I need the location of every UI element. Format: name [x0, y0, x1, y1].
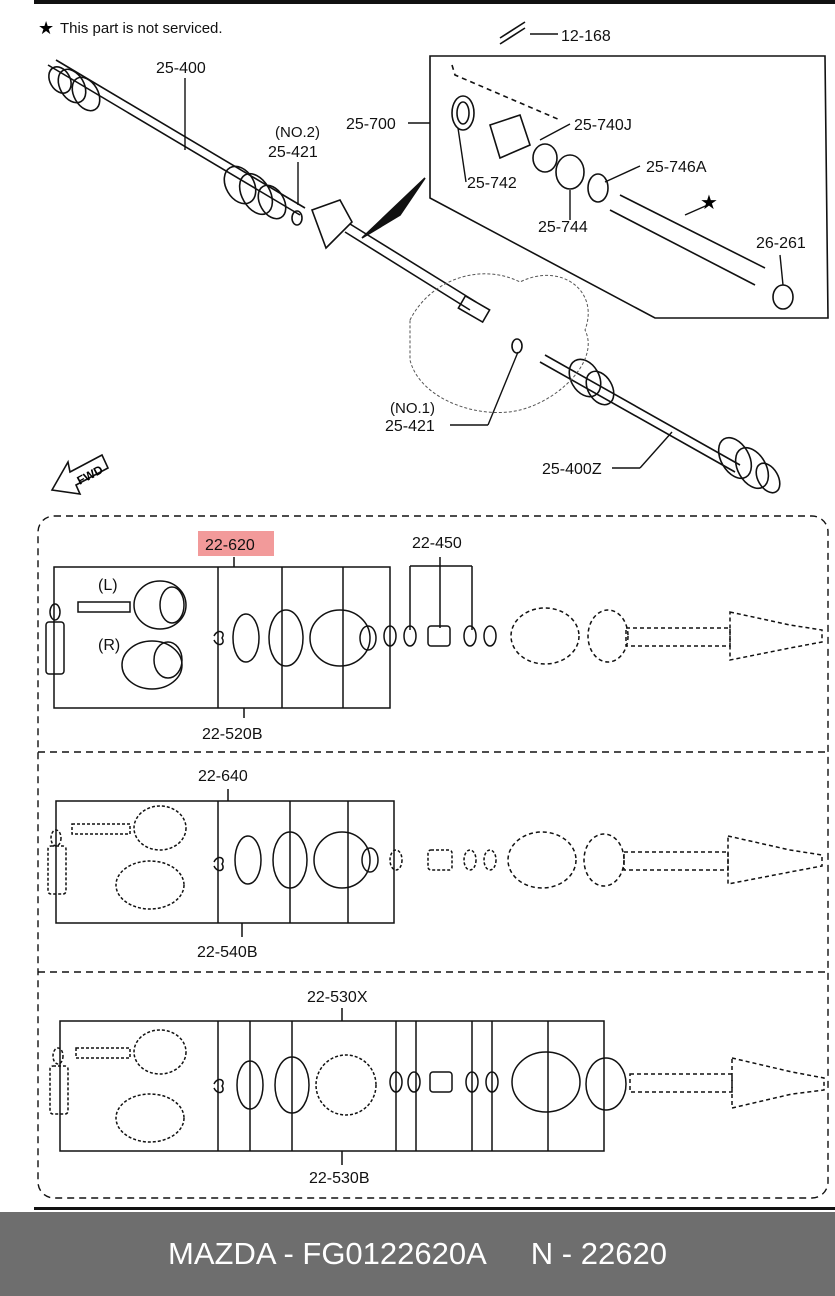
- label-25-421-no1: 25-421: [385, 418, 435, 435]
- label-right: (R): [98, 637, 120, 654]
- intermediate-shaft: [310, 199, 491, 324]
- label-no1: (NO.1): [390, 400, 435, 417]
- label-25-744: 25-744: [538, 219, 588, 236]
- label-22-450: 22-450: [412, 535, 462, 552]
- label-22-620: 22-620: [205, 537, 255, 554]
- top-border: [34, 0, 835, 4]
- kit-panel: [37, 515, 829, 1199]
- label-25-400z: 25-400Z: [542, 461, 602, 478]
- note-text: This part is not serviced.: [60, 20, 223, 37]
- label-22-530b: 22-530B: [309, 1170, 370, 1187]
- label-22-540b: 22-540B: [197, 944, 258, 961]
- label-25-742: 25-742: [467, 175, 517, 192]
- label-25-700: 25-700: [346, 116, 396, 133]
- kit-section-2: 22-640 22-540B: [47, 768, 823, 961]
- leader-lines-upper: [184, 33, 784, 469]
- label-22-640: 22-640: [198, 768, 248, 785]
- label-25-421-no2: 25-421: [268, 144, 318, 161]
- highlight-22-620: [198, 531, 274, 556]
- part-number-footer: MAZDA - FG0122620A N - 22620: [0, 1212, 835, 1296]
- label-no2: (NO.2): [275, 124, 320, 141]
- exploded-parts-diagram: ★ This part is not serviced.: [34, 0, 835, 1210]
- bottom-border: [34, 1207, 835, 1210]
- kit-section-1: 22-620 22-450 (L) (R) 22-520B: [45, 531, 823, 743]
- fwd-arrow-icon: FWD: [50, 453, 110, 495]
- label-25-740j: 25-740J: [574, 117, 632, 134]
- transaxle-outline: [409, 273, 589, 414]
- svg-text:FWD: FWD: [75, 462, 106, 487]
- kit-section-3: 22-530X 22-530B: [49, 989, 825, 1187]
- left-driveshaft: [47, 59, 306, 226]
- label-26-261: 26-261: [756, 235, 806, 252]
- label-12-168: 12-168: [561, 28, 611, 45]
- right-driveshaft: [511, 338, 781, 494]
- star-icon: ★: [38, 18, 54, 38]
- label-left: (L): [98, 577, 118, 594]
- label-25-746a: 25-746A: [646, 159, 707, 176]
- star-icon-inset: ★: [700, 192, 718, 214]
- diagram-ref-number: N - 22620: [530, 1236, 667, 1271]
- brand-part-number: MAZDA - FG0122620A: [168, 1236, 487, 1271]
- label-22-520b: 22-520B: [202, 726, 263, 743]
- label-22-530x: 22-530X: [307, 989, 368, 1006]
- label-25-400: 25-400: [156, 60, 206, 77]
- inset-box: [361, 21, 829, 319]
